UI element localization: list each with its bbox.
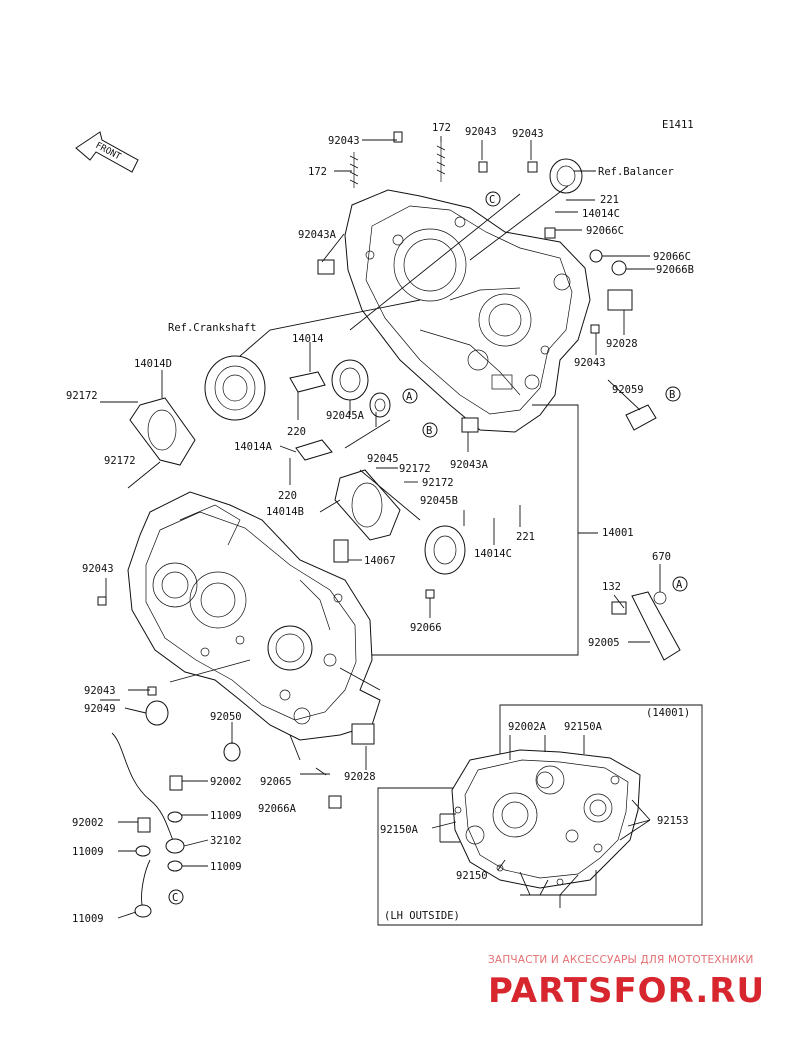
part-number: 92066C bbox=[653, 251, 691, 263]
svg-text:C: C bbox=[172, 892, 178, 904]
part-number: 92045 bbox=[367, 453, 399, 465]
part-number: 11009 bbox=[72, 846, 104, 858]
svg-text:C: C bbox=[489, 194, 495, 206]
part-number: 670 bbox=[652, 551, 671, 563]
part-number: 92043 bbox=[328, 135, 360, 147]
bearing-92045 bbox=[331, 359, 369, 401]
callout-B-2: B bbox=[665, 386, 681, 402]
bracket-14014A bbox=[295, 439, 333, 461]
part-number: 92043A bbox=[450, 459, 489, 471]
upper-crankcase-half bbox=[344, 189, 591, 433]
part-number: 132 bbox=[602, 581, 621, 593]
bracket-14014 bbox=[289, 371, 326, 393]
callout-A-2: A bbox=[672, 576, 688, 592]
part-number: 92066B bbox=[656, 264, 694, 276]
part-number: 92043 bbox=[574, 357, 606, 369]
part-number: 11009 bbox=[210, 810, 242, 822]
inset-caption: (LH OUTSIDE) bbox=[384, 910, 460, 922]
part-number: 92172 bbox=[104, 455, 136, 467]
part-number: 221 bbox=[600, 194, 619, 206]
part-number: 92002A bbox=[508, 721, 547, 733]
part-number: 172 bbox=[308, 166, 327, 178]
callout-B-1: B bbox=[422, 422, 438, 438]
part-number: 11009 bbox=[72, 913, 104, 925]
part-number: 92002 bbox=[72, 817, 104, 829]
part-number: 11009 bbox=[210, 861, 242, 873]
part-number: 92045A bbox=[326, 410, 365, 422]
part-number: 14067 bbox=[364, 555, 396, 567]
part-number: 32102 bbox=[210, 835, 242, 847]
diagram-code: E1411 bbox=[662, 119, 694, 131]
leader-lines bbox=[100, 136, 661, 919]
part-number: 220 bbox=[287, 426, 306, 438]
watermark: ЗАПЧАСТИ И АКСЕССУАРЫ ДЛЯ МОТОТЕХНИКИ PA… bbox=[488, 954, 765, 1011]
part-number: 220 bbox=[278, 490, 297, 502]
inset-lh-outside: (14001) (LH OUTSIDE) 92002A 92150A 92150… bbox=[377, 704, 703, 926]
drain-plug-92066A bbox=[328, 795, 342, 809]
watermark-tagline: ЗАПЧАСТИ И АКСЕССУАРЫ ДЛЯ МОТОТЕХНИКИ bbox=[488, 954, 754, 966]
part-number: 92059 bbox=[612, 384, 644, 396]
balancer-bearing bbox=[549, 158, 583, 194]
dowel-pins bbox=[97, 131, 633, 762]
fitting-92059 bbox=[625, 404, 657, 431]
svg-text:A: A bbox=[676, 579, 683, 591]
part-number: 92150A bbox=[564, 721, 603, 733]
ref-crankshaft: Ref.Crankshaft bbox=[168, 322, 257, 334]
callout-C-2: C bbox=[168, 889, 184, 905]
lower-crankcase-half bbox=[127, 491, 381, 741]
part-number: 92066 bbox=[410, 622, 442, 634]
oil-pipe-assembly bbox=[111, 732, 185, 918]
gear-shift-lever-92005 bbox=[611, 591, 681, 661]
part-number: 92172 bbox=[399, 463, 431, 475]
callout-A-1: A bbox=[402, 388, 418, 404]
watermark-brand: PARTSFOR.RU bbox=[488, 971, 765, 1011]
part-number: 221 bbox=[516, 531, 535, 543]
part-number: 14014 bbox=[292, 333, 324, 345]
plate-14014D bbox=[129, 397, 196, 466]
part-number: 14014C bbox=[582, 208, 620, 220]
part-number: 92005 bbox=[588, 637, 620, 649]
oil-seal-92045A bbox=[369, 392, 391, 418]
part-number: 92049 bbox=[84, 703, 116, 715]
part-number: 92066A bbox=[258, 803, 297, 815]
part-number: 14014C bbox=[474, 548, 512, 560]
ref-balancer: Ref.Balancer bbox=[598, 166, 674, 178]
part-number: 92043A bbox=[298, 229, 337, 241]
crankshaft-bearing bbox=[204, 355, 266, 421]
part-number: 92172 bbox=[422, 477, 454, 489]
part-number: 172 bbox=[432, 122, 451, 134]
part-number: 92050 bbox=[210, 711, 242, 723]
part-number: 92066C bbox=[586, 225, 624, 237]
part-number: 92043 bbox=[82, 563, 114, 575]
plate-14014B bbox=[334, 469, 401, 541]
part-number: 92028 bbox=[344, 771, 376, 783]
svg-text:B: B bbox=[669, 389, 675, 401]
svg-text:B: B bbox=[426, 425, 432, 437]
part-number: 92028 bbox=[606, 338, 638, 350]
part-number: 92172 bbox=[66, 390, 98, 402]
callout-C-1: C bbox=[485, 191, 501, 207]
part-number: 92043 bbox=[512, 128, 544, 140]
part-number: 92065 bbox=[260, 776, 292, 788]
studs-172 bbox=[349, 142, 446, 188]
part-number: 14014B bbox=[266, 506, 304, 518]
part-number: 92150 bbox=[456, 870, 488, 882]
part-number: 92043 bbox=[84, 685, 116, 697]
part-number: 92002 bbox=[210, 776, 242, 788]
part-number: 92043 bbox=[465, 126, 497, 138]
inset-title: (14001) bbox=[646, 707, 690, 719]
front-arrow-icon: FRONT bbox=[75, 131, 139, 173]
part-number: 14014D bbox=[134, 358, 172, 370]
bearing-92045B bbox=[424, 525, 466, 575]
part-number: 92150A bbox=[380, 824, 419, 836]
part-number: 14001 bbox=[602, 527, 634, 539]
part-number: 14014A bbox=[234, 441, 273, 453]
part-number: 92153 bbox=[657, 815, 689, 827]
part-number: 92045B bbox=[420, 495, 458, 507]
part-number-labels: 92043 172 92043 92043 172 221 14014C 920… bbox=[66, 122, 694, 925]
svg-text:A: A bbox=[406, 391, 413, 403]
